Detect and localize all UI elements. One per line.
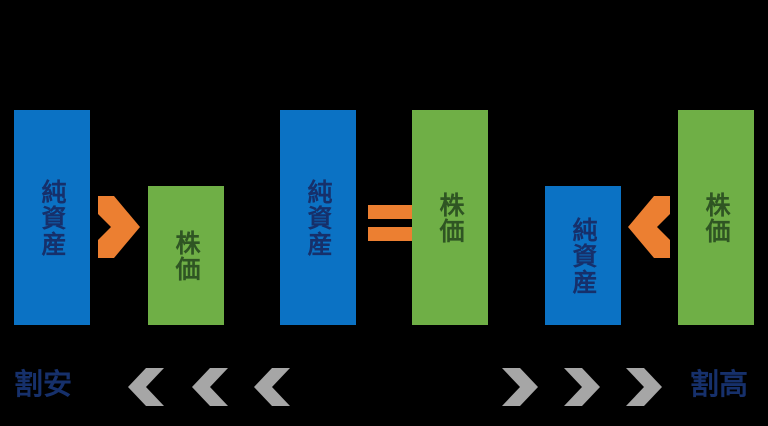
- bar-label-net-assets: 純資産: [569, 216, 598, 295]
- chevron-right-icon-2: [560, 368, 600, 406]
- bar-net-assets-overvalued: 純資産: [545, 186, 621, 325]
- bar-stock-price-overvalued: 株価: [678, 110, 754, 325]
- bar-net-assets-fairvalued: 純資産: [280, 110, 356, 325]
- chevron-left-icon-2: [192, 368, 232, 406]
- operator-equals-icon: [368, 205, 412, 241]
- scale-label-undervalued: 割安: [14, 367, 73, 401]
- bar-label-net-assets: 純資産: [38, 178, 67, 257]
- chevron-left-icon-1: [128, 368, 168, 406]
- bar-label-stock-price: 株価: [172, 229, 201, 282]
- bar-net-assets-undervalued: 純資産: [14, 110, 90, 325]
- bar-label-stock-price: 株価: [702, 191, 731, 244]
- bar-stock-price-undervalued: 株価: [148, 186, 224, 325]
- scale-label-overvalued: 割高: [690, 367, 749, 401]
- chevron-left-icon-3: [254, 368, 294, 406]
- bar-label-stock-price: 株価: [436, 191, 465, 244]
- operator-less-than-icon: [628, 196, 670, 258]
- bar-label-net-assets: 純資産: [304, 178, 333, 257]
- chevron-right-icon-3: [622, 368, 662, 406]
- chevron-right-icon-1: [498, 368, 538, 406]
- operator-greater-than-icon: [98, 196, 140, 258]
- bar-stock-price-fairvalued: 株価: [412, 110, 488, 325]
